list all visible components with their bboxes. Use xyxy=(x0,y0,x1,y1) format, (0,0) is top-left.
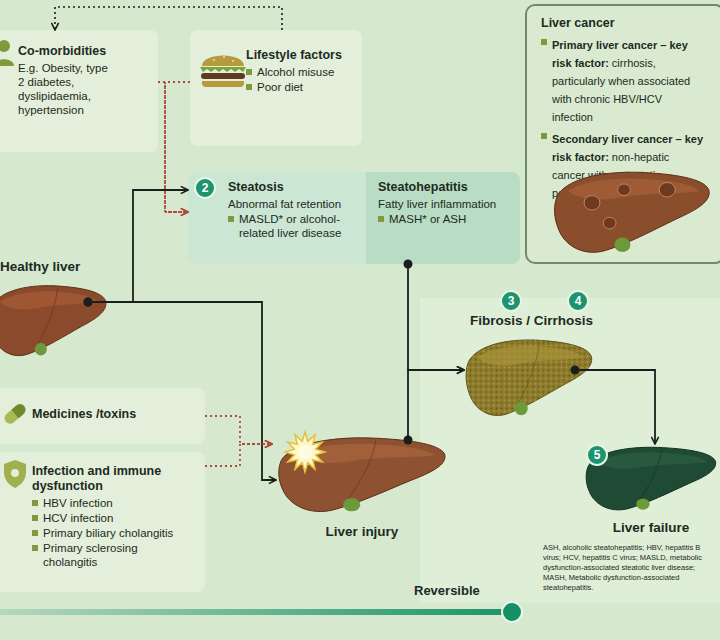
liver-lobe-line xyxy=(36,288,58,348)
liver-outline xyxy=(0,286,106,356)
liver-highlight xyxy=(597,452,707,468)
liver-highlight xyxy=(477,346,584,366)
influence-arrow xyxy=(158,82,188,212)
liver-shape xyxy=(464,336,594,418)
axis-label: Reversible xyxy=(414,583,509,599)
factor-box: Lifestyle factorsAlcohol misusePoor diet xyxy=(190,30,362,146)
liver-highlight xyxy=(293,444,434,463)
liver-highlight xyxy=(0,291,98,309)
liver-lobe-line xyxy=(516,343,539,407)
bullet-item: Primary biliary cholangitis xyxy=(32,526,185,540)
liver-label: Liver failure xyxy=(582,519,720,536)
gallbladder xyxy=(515,402,528,416)
box-heading: Steatohepatitis xyxy=(378,180,512,195)
factor-box: Medicines /toxins xyxy=(0,388,205,444)
liver-label: Healthy liver xyxy=(0,258,118,275)
progression-arrow xyxy=(408,370,464,440)
liver-lobe-line xyxy=(638,450,662,503)
progression-arrow xyxy=(88,190,188,302)
liver-stage: Healthy liver xyxy=(0,258,118,358)
liver-stage: Liver injury xyxy=(272,430,452,540)
gallbladder xyxy=(35,343,47,356)
influence-arrow xyxy=(205,416,272,444)
factor-box: Infection and immune dysfunctionHBV infe… xyxy=(0,452,205,592)
box-heading: Liver cancer xyxy=(541,16,705,31)
factor-box: Co-morbiditiesE.g. Obesity, type 2 diabe… xyxy=(0,30,158,152)
progression-arrow xyxy=(575,370,655,444)
footnote: ASH, alcoholic steatohepatitis; HBV, hep… xyxy=(543,543,717,593)
bullet-item: MASLD* or alcohol-related liver disease xyxy=(228,212,360,240)
gallbladder xyxy=(636,498,649,509)
bar-end xyxy=(502,602,522,622)
box-heading: Medicines /toxins xyxy=(32,407,199,422)
progression-arrow xyxy=(408,264,464,370)
box-heading: Steatosis xyxy=(228,180,360,195)
bullet-item: Primary sclerosing cholangitis xyxy=(32,541,185,569)
body-text: Fatty liver inflammation xyxy=(378,197,512,211)
liver-stage: Fibrosis / Cirrhosis xyxy=(462,312,597,418)
liver-outline xyxy=(466,340,592,415)
callout-number: 5 xyxy=(586,444,608,466)
box-heading: Co-morbidities xyxy=(18,44,108,59)
body-text: E.g. Obesity, type 2 diabetes, dyslipida… xyxy=(18,61,108,117)
liver-outline xyxy=(279,438,445,512)
liver-shape xyxy=(276,434,448,514)
bullet-item: MASH* or ASH xyxy=(378,212,512,226)
callout-number: 4 xyxy=(567,290,589,312)
liver-label: Fibrosis / Cirrhosis xyxy=(470,312,597,329)
box-heading: Infection and immune dysfunction xyxy=(32,464,185,494)
bullet-item: Poor diet xyxy=(246,80,358,94)
box-heading: Lifestyle factors xyxy=(246,48,358,63)
body-text: Abnormal fat retention xyxy=(228,197,360,211)
gallbladder xyxy=(343,498,360,511)
callout-number: 2 xyxy=(194,177,216,199)
reversible-bar xyxy=(0,609,512,615)
liver-label: Liver injury xyxy=(272,523,452,540)
liver-shape xyxy=(0,282,108,358)
liver-lobe-line xyxy=(345,441,376,504)
influence-arrow xyxy=(55,7,282,30)
influence-arrow xyxy=(205,444,272,466)
callout-number: 3 xyxy=(500,290,522,312)
cancer-box: Liver cancerPrimary liver cancer – key r… xyxy=(525,4,720,264)
fibrosis-texture xyxy=(466,340,592,415)
bullet-item: HCV infection xyxy=(32,511,185,525)
stage-box: SteatohepatitisFatty liver inflammationM… xyxy=(366,172,520,264)
reversible-zone xyxy=(420,298,720,603)
bullet-item: Alcohol misuse xyxy=(246,65,358,79)
bullet-item: HBV infection xyxy=(32,496,185,510)
influence-arrow xyxy=(165,82,190,212)
